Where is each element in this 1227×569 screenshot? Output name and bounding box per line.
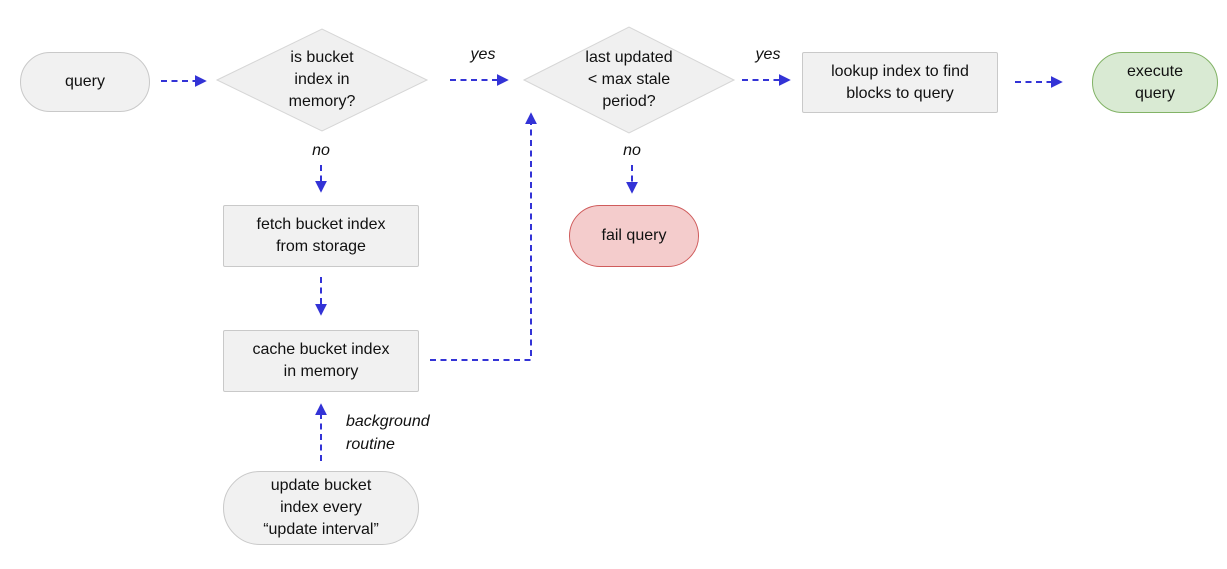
node-cache-bucket-index: cache bucket index in memory [223, 330, 419, 392]
node-fail-query-label: fail query [601, 227, 667, 244]
node-update-bucket-index: update bucket index every “update interv… [223, 471, 419, 545]
node-fail-query: fail query [569, 205, 699, 267]
node-decision-last-updated: last updated < max stale period? [559, 46, 699, 114]
node-decision-index-in-memory-label: is bucket index in memory? [288, 49, 356, 110]
node-execute-query-label: execute query [1126, 62, 1184, 102]
edge-label-yes-memory: yes [470, 46, 496, 63]
edge-label-background-routine: background routine [346, 413, 430, 453]
arrow-cache-to-stale-check [430, 112, 537, 361]
edge-label-yes-stale: yes [755, 46, 781, 63]
node-lookup-index: lookup index to find blocks to query [802, 52, 998, 113]
node-fetch-bucket-index-label: fetch bucket index from storage [256, 216, 386, 255]
node-query-label: query [64, 73, 106, 90]
edge-label-no-stale: no [623, 142, 641, 159]
node-update-bucket-index-label: update bucket index every “update interv… [263, 477, 379, 538]
decision-diamond-last-updated [522, 26, 736, 134]
node-execute-query: execute query [1092, 52, 1218, 113]
node-query: query [20, 52, 150, 112]
node-decision-index-in-memory: is bucket index in memory? [252, 46, 392, 114]
edge-label-no-memory: no [312, 142, 330, 159]
node-cache-bucket-index-label: cache bucket index in memory [252, 341, 390, 380]
node-fetch-bucket-index: fetch bucket index from storage [223, 205, 419, 267]
decision-diamond-index-in-memory [215, 28, 429, 132]
node-lookup-index-label: lookup index to find blocks to query [831, 62, 969, 102]
node-decision-last-updated-label: last updated < max stale period? [585, 49, 673, 110]
